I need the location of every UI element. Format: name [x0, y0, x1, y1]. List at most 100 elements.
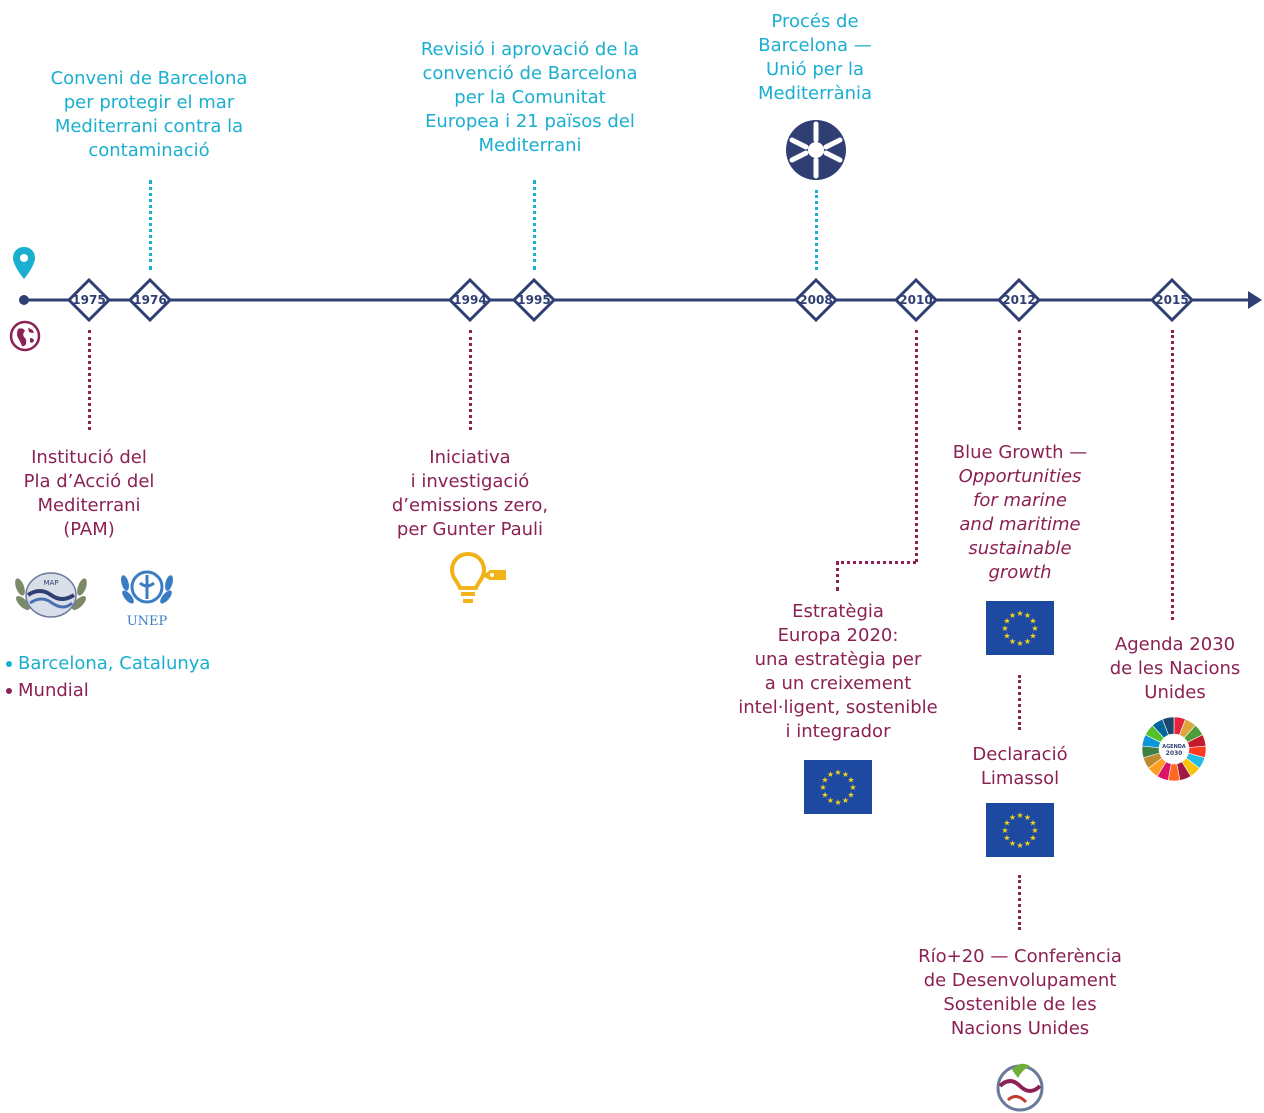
event-rio20: Río+20 — Conferència de Desenvolupament …	[895, 945, 1145, 1041]
event-1995: Revisió i aprovació de la convenció de B…	[395, 38, 665, 158]
event-line: a un creixement	[764, 673, 912, 694]
agenda-logo-line: AGENDA	[1162, 744, 1186, 750]
svg-text:★: ★	[1029, 632, 1036, 641]
map-logo-text: MAP	[43, 579, 58, 587]
year-label: 2010	[899, 293, 933, 307]
event-line: una estratègia per	[754, 649, 922, 670]
svg-text:★: ★	[1031, 826, 1038, 835]
svg-text:★: ★	[1001, 826, 1008, 835]
event-line: Declaració	[972, 744, 1068, 765]
connector-2010	[915, 330, 918, 562]
year-label: 1976	[133, 293, 167, 307]
svg-text:★: ★	[1024, 611, 1031, 620]
event-line: contaminació	[88, 140, 210, 161]
year-2012: 2012	[997, 278, 1041, 322]
legend-item-world: Mundial	[6, 677, 210, 704]
unep-logo: UNEP	[121, 570, 173, 629]
year-label: 1975	[72, 293, 106, 307]
event-line: per protegir el mar	[63, 92, 235, 113]
svg-text:★: ★	[821, 776, 828, 785]
event-line: Mediterrani	[478, 135, 582, 156]
event-line: i investigació	[410, 471, 530, 492]
connector-2012	[1018, 330, 1021, 430]
event-line: Sostenible de les	[943, 994, 1097, 1015]
event-line-italic: for marine	[973, 490, 1067, 511]
svg-text:★: ★	[827, 770, 834, 779]
event-line: de les Nacions	[1109, 658, 1241, 679]
event-2008: Procés de Barcelona — Unió per la Medite…	[735, 10, 895, 106]
connector-rio	[1018, 875, 1021, 930]
event-line: Nacions Unides	[950, 1018, 1090, 1039]
connector-limassol	[1018, 675, 1021, 730]
connector-1994	[469, 330, 472, 430]
connector-2008	[815, 190, 818, 270]
svg-text:★: ★	[1016, 841, 1023, 850]
event-2012: Blue Growth — Opportunities for marine a…	[915, 441, 1125, 585]
eu-flag-icon: ★★★★★★★★★★★★	[804, 760, 872, 814]
event-line: Unió per la	[766, 59, 864, 80]
svg-text:★: ★	[1001, 624, 1008, 633]
svg-text:★: ★	[1029, 834, 1036, 843]
connector-1976	[149, 180, 152, 270]
map-logo: MAP	[15, 572, 87, 618]
event-line-italic: growth	[988, 562, 1052, 583]
connector-2010-horizontal	[836, 561, 916, 564]
event-line: Procés de	[771, 11, 859, 32]
event-line: Estratègia	[792, 601, 884, 622]
event-1976: Conveni de Barcelona per protegir el mar…	[29, 67, 269, 163]
event-1994: Iniciativa i investigació d’emissions ze…	[370, 446, 570, 542]
event-line: Blue Growth —	[952, 442, 1088, 463]
event-line: Limassol	[980, 768, 1060, 789]
year-2015: 2015	[1150, 278, 1194, 322]
svg-text:★: ★	[1009, 813, 1016, 822]
event-line-italic: sustainable	[968, 538, 1072, 559]
rio20-logo	[996, 1063, 1044, 1112]
svg-text:★: ★	[1029, 617, 1036, 626]
year-1994: 1994	[448, 278, 492, 322]
event-line: (PAM)	[63, 519, 115, 540]
svg-text:★: ★	[1031, 624, 1038, 633]
lightbulb-icon	[449, 551, 506, 603]
svg-text:★: ★	[1024, 637, 1031, 646]
year-2008: 2008	[794, 278, 838, 322]
event-line: per Gunter Pauli	[396, 519, 544, 540]
event-line: Mediterrani contra la	[54, 116, 244, 137]
svg-text:★: ★	[842, 796, 849, 805]
svg-text:★: ★	[1016, 811, 1023, 820]
event-line: Europea i 21 països del	[425, 111, 635, 132]
year-label: 1995	[517, 293, 551, 307]
timeline-axis	[19, 291, 1262, 309]
event-line: d’emissions zero,	[391, 495, 549, 516]
event-line: Europa 2020:	[777, 625, 899, 646]
event-line: Revisió i aprovació de la	[420, 39, 640, 60]
year-2010: 2010	[894, 278, 938, 322]
svg-text:★: ★	[847, 776, 854, 785]
svg-text:★: ★	[1009, 839, 1016, 848]
event-line: i integrador	[785, 721, 891, 742]
event-line: Pla d’Acció del	[23, 471, 155, 492]
svg-text:★: ★	[1003, 819, 1010, 828]
event-2015: Agenda 2030 de les Nacions Unides	[1085, 633, 1264, 705]
event-line: Río+20 — Conferència	[918, 946, 1122, 967]
svg-text:★: ★	[821, 791, 828, 800]
event-line: Institució del	[31, 447, 147, 468]
event-line: intel·ligent, sostenible	[738, 697, 938, 718]
svg-text:★: ★	[819, 783, 826, 792]
globe-icon	[9, 320, 41, 352]
svg-text:★: ★	[1003, 617, 1010, 626]
unep-logo-text: UNEP	[127, 614, 168, 629]
connector-2015	[1171, 330, 1174, 620]
connector-1975	[88, 330, 91, 430]
event-line: per la Comunitat	[454, 87, 606, 108]
svg-text:★: ★	[1016, 609, 1023, 618]
event-line: Mediterrània	[757, 83, 873, 104]
svg-text:★: ★	[847, 791, 854, 800]
event-line: Iniciativa	[429, 447, 511, 468]
svg-text:★: ★	[1003, 632, 1010, 641]
year-1975: 1975	[67, 278, 111, 322]
year-label: 2015	[1155, 293, 1189, 307]
svg-text:★: ★	[842, 770, 849, 779]
svg-text:★: ★	[1003, 834, 1010, 843]
eu-flag-icon: ★★★★★★★★★★★★	[986, 601, 1054, 655]
year-1995: 1995	[512, 278, 556, 322]
